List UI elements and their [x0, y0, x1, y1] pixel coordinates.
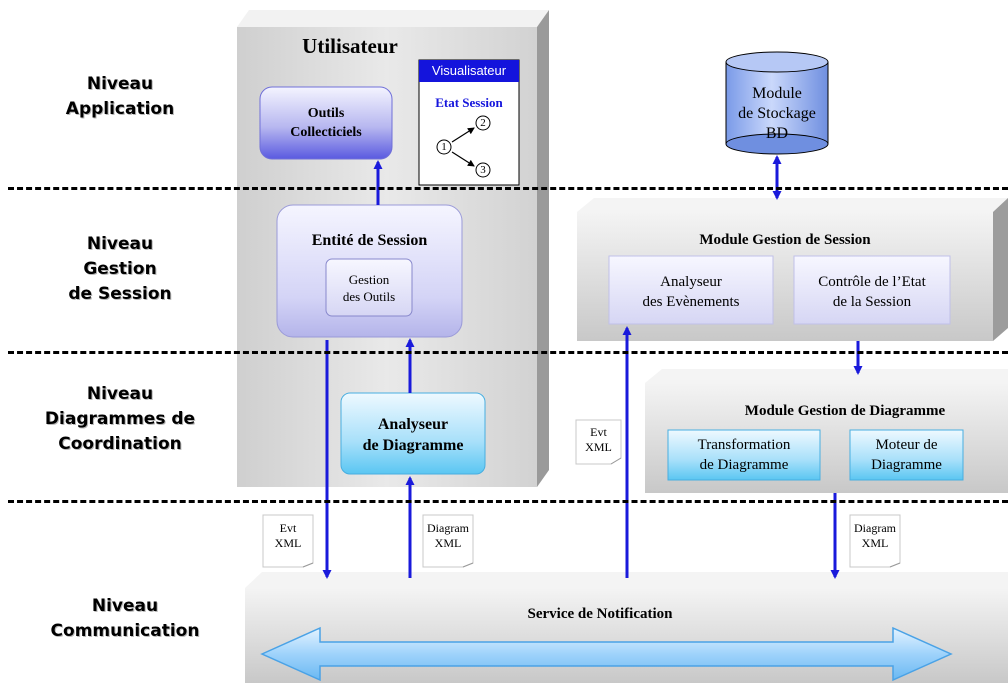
message-notes: [262, 419, 901, 568]
notification-bar: [245, 572, 1008, 683]
separator-application-session: [8, 187, 1008, 190]
engine-shape: [849, 429, 964, 481]
user-panel-title: Utilisateur: [302, 34, 398, 58]
level-session-label: Niveau Gestion de Session: [68, 234, 172, 304]
diagram-analyzer-shape: [340, 392, 486, 475]
diagram-module-title: Module Gestion de Diagramme: [744, 403, 946, 419]
separator-coordination-communication: [8, 500, 1008, 503]
level-coordination-label: Niveau Diagrammes de Coordination: [44, 384, 196, 454]
tools-button-label[interactable]: Outils Collecticiels: [290, 106, 362, 140]
event-analyzer-shape: [608, 255, 774, 325]
state-control-label: Contrôle de l’Etat de la Session: [818, 274, 926, 310]
state-graph: [436, 115, 491, 178]
storage-label: Module de Stockage BD: [738, 85, 816, 142]
diagram-analyzer-label: Analyseur de Diagramme: [362, 416, 464, 454]
note-evt-xml-left: Evt XML: [274, 521, 302, 550]
state-1: 1: [441, 141, 447, 153]
storage-cylinder: [725, 51, 829, 155]
note-diagram-xml-right: Diagram XML: [854, 521, 896, 550]
bidirectional-arrow: [260, 626, 953, 682]
transformation-shape: [667, 429, 821, 481]
tools-button-shape: [259, 86, 393, 160]
tools-mgmt-label: Gestion des Outils: [342, 272, 396, 304]
note-evt-xml-mid: Evt XML: [585, 425, 612, 454]
engine-label: Moteur de Diagramme: [871, 437, 942, 473]
level-application-label: Niveau Application: [65, 74, 175, 119]
flow-arrows: [322, 155, 863, 579]
separator-session-coordination: [8, 351, 1008, 354]
state-control-shape: [793, 255, 951, 325]
visualizer-subtitle: Etat Session: [435, 95, 503, 110]
visualizer-box: [418, 59, 520, 186]
level-communication-label: Niveau Communication: [50, 596, 200, 641]
session-entity-title: Entité de Session: [311, 232, 428, 249]
event-analyzer-label: Analyseur des Evènements: [642, 274, 740, 310]
transformation-label: Transformation de Diagramme: [697, 437, 791, 473]
notification-title: Service de Notification: [527, 606, 673, 622]
visualizer-title: Visualisateur: [431, 63, 507, 78]
state-2: 2: [480, 117, 486, 129]
tools-mgmt-shape: [325, 258, 413, 317]
state-3: 3: [480, 164, 486, 176]
note-diagram-xml-left: Diagram XML: [427, 521, 469, 550]
session-module-title: Module Gestion de Session: [699, 232, 871, 248]
